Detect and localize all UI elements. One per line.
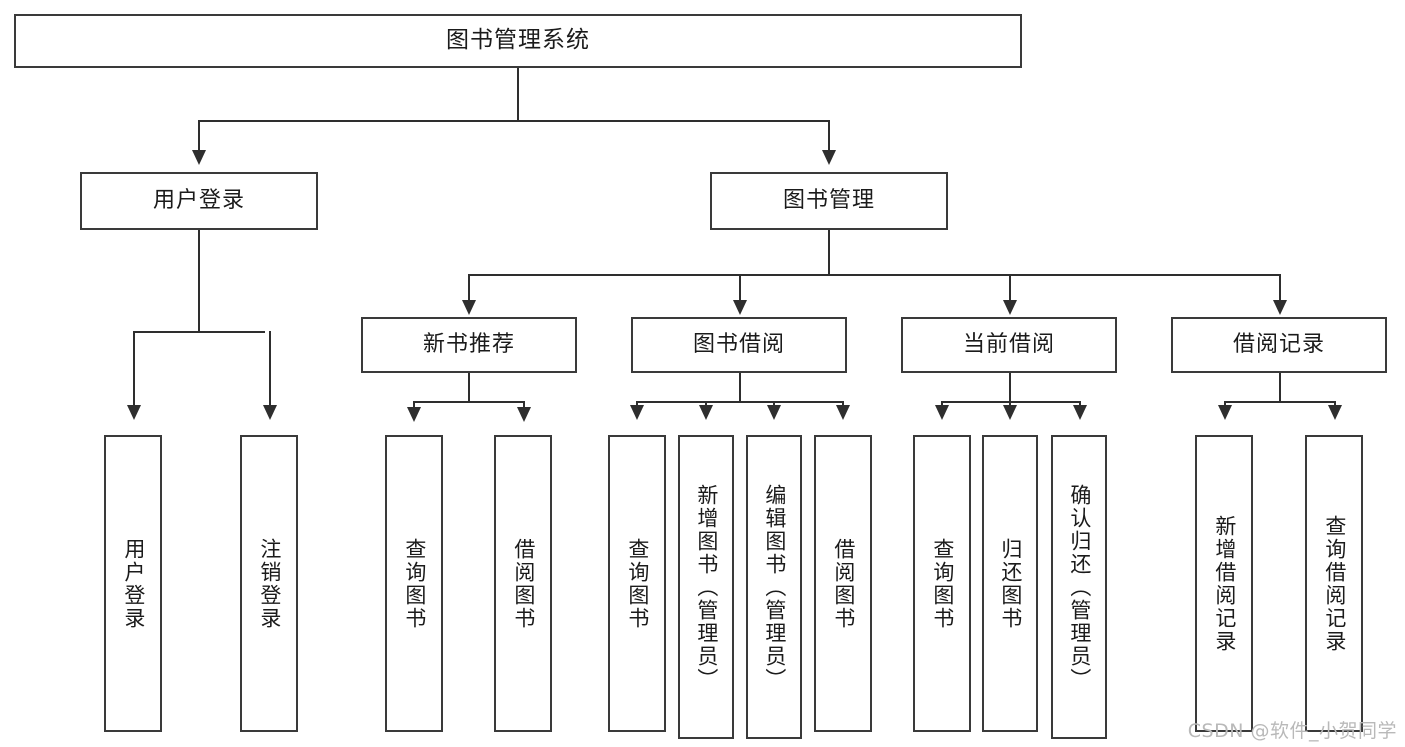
connector-login-bar: [133, 331, 265, 333]
arrow-borrow-l1: [630, 405, 644, 420]
connector-root-to-bookmgmt: [828, 120, 830, 152]
connector-bookmgmt-to-n1: [468, 274, 470, 303]
connector-root-bar: [198, 120, 830, 122]
node-label: 用户登录: [152, 187, 245, 213]
arrow-borrow-l3: [767, 405, 781, 420]
connector-newbook-l1: [413, 401, 415, 409]
node-borrow-record[interactable]: 借阅记录: [1171, 317, 1387, 373]
arrow-bookmgmt-to-n3: [1003, 300, 1017, 315]
node-label: 查询借阅记录: [1322, 514, 1347, 653]
leaf-return-book[interactable]: 归还图书: [982, 435, 1038, 732]
node-label: 图书借阅: [692, 331, 785, 357]
leaf-query-book-current[interactable]: 查询图书: [913, 435, 971, 732]
connector-bookmgmt-bar: [468, 274, 1280, 276]
arrow-current-l1: [935, 405, 949, 420]
node-label: 当前借阅: [962, 331, 1055, 357]
node-label: 借阅图书: [511, 537, 536, 630]
node-label: 新增图书（管理员）: [694, 483, 719, 691]
connector-root-trunk: [517, 68, 519, 120]
node-label: 借阅记录: [1232, 331, 1325, 357]
arrow-borrow-l4: [836, 405, 850, 420]
leaf-add-borrow-record[interactable]: 新增借阅记录: [1195, 435, 1253, 732]
arrow-record-l1: [1218, 405, 1232, 420]
leaf-confirm-return-admin[interactable]: 确认归还（管理员）: [1051, 435, 1107, 739]
connector-record-bar: [1224, 401, 1336, 403]
leaf-borrow-book[interactable]: 借阅图书: [814, 435, 872, 732]
connector-current-trunk: [1009, 373, 1011, 402]
node-label: 借阅图书: [831, 537, 856, 630]
arrow-root-to-login: [192, 150, 206, 165]
node-book-management[interactable]: 图书管理: [710, 172, 948, 230]
node-label: 查询图书: [625, 537, 650, 630]
node-label: 确认归还（管理员）: [1067, 483, 1092, 691]
connector-newbook-l2: [523, 401, 525, 409]
node-label: 图书管理系统: [446, 27, 590, 54]
node-new-book-recommend[interactable]: 新书推荐: [361, 317, 577, 373]
node-current-borrow[interactable]: 当前借阅: [901, 317, 1117, 373]
connector-root-to-login: [198, 120, 200, 152]
arrow-login-to-leaf2: [263, 405, 277, 420]
connector-newbook-bar: [413, 401, 525, 403]
node-user-login[interactable]: 用户登录: [80, 172, 318, 230]
arrow-record-l2: [1328, 405, 1342, 420]
leaf-borrow-book-recommend[interactable]: 借阅图书: [494, 435, 552, 732]
arrow-bookmgmt-to-n1: [462, 300, 476, 315]
leaf-add-book-admin[interactable]: 新增图书（管理员）: [678, 435, 734, 739]
arrow-newbook-l2: [517, 407, 531, 422]
node-label: 新增借阅记录: [1212, 514, 1237, 653]
leaf-user-login[interactable]: 用户登录: [104, 435, 162, 732]
connector-login-to-leaf1: [133, 331, 135, 407]
node-label: 归还图书: [998, 537, 1023, 630]
connector-bookmgmt-to-n3: [1009, 274, 1011, 303]
node-book-borrow[interactable]: 图书借阅: [631, 317, 847, 373]
node-label: 查询图书: [402, 537, 427, 630]
node-root-system[interactable]: 图书管理系统: [14, 14, 1022, 68]
leaf-query-book-borrow[interactable]: 查询图书: [608, 435, 666, 732]
connector-newbook-trunk: [468, 373, 470, 402]
arrow-current-l3: [1073, 405, 1087, 420]
node-label: 用户登录: [121, 537, 146, 630]
node-label: 编辑图书（管理员）: [762, 483, 787, 691]
connector-bookmgmt-to-n4: [1279, 274, 1281, 303]
connector-login-to-leaf2: [269, 331, 271, 407]
connector-login-trunk: [198, 230, 200, 332]
arrow-current-l2: [1003, 405, 1017, 420]
leaf-logout[interactable]: 注销登录: [240, 435, 298, 732]
arrow-bookmgmt-to-n4: [1273, 300, 1287, 315]
arrow-bookmgmt-to-n2: [733, 300, 747, 315]
leaf-query-book-recommend[interactable]: 查询图书: [385, 435, 443, 732]
arrow-borrow-l2: [699, 405, 713, 420]
arrow-newbook-l1: [407, 407, 421, 422]
connector-borrow-bar: [636, 401, 844, 403]
node-label: 新书推荐: [422, 331, 515, 357]
node-label: 图书管理: [782, 187, 875, 213]
connector-borrow-trunk: [739, 373, 741, 402]
leaf-query-borrow-record[interactable]: 查询借阅记录: [1305, 435, 1363, 732]
connector-bookmgmt-trunk: [828, 230, 830, 275]
connector-record-trunk: [1279, 373, 1281, 402]
arrow-root-to-bookmgmt: [822, 150, 836, 165]
node-label: 注销登录: [257, 537, 282, 630]
connector-bookmgmt-to-n2: [739, 274, 741, 303]
leaf-edit-book-admin[interactable]: 编辑图书（管理员）: [746, 435, 802, 739]
arrow-login-to-leaf1: [127, 405, 141, 420]
node-label: 查询图书: [930, 537, 955, 630]
